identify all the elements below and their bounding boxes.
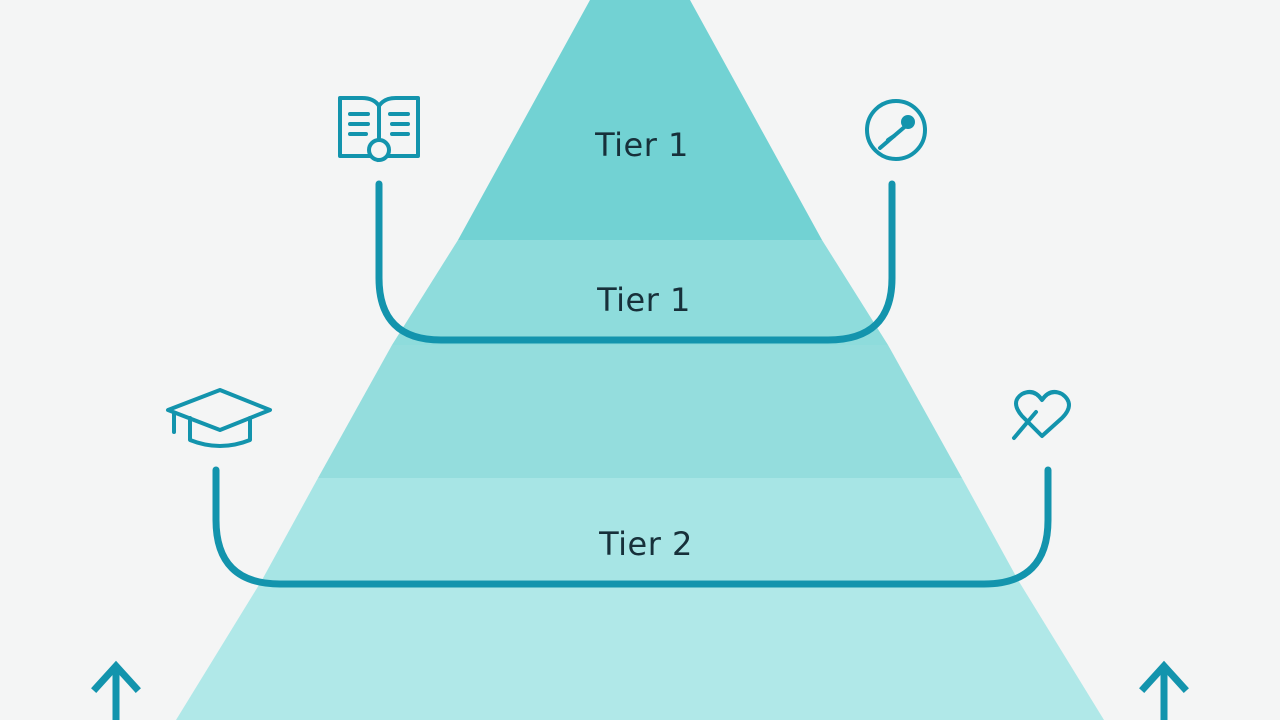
tier-label-top: Tier 1 xyxy=(594,126,689,164)
pyramid-band-4 xyxy=(262,478,1018,580)
pyramid-band-1 xyxy=(458,0,822,240)
pyramid-band-2 xyxy=(392,240,888,345)
arrow-up-icon-right xyxy=(1139,660,1189,720)
pyramid xyxy=(176,0,1104,720)
lower-bracket-connector xyxy=(212,466,1052,588)
book-reader-icon xyxy=(338,96,420,162)
pyramid-band-3 xyxy=(318,345,962,478)
tier-label-fourth: Tier 2 xyxy=(598,525,693,563)
heart-icon xyxy=(1012,390,1071,440)
graduation-cap-icon xyxy=(166,388,272,448)
pyramid-band-5 xyxy=(176,580,1104,720)
upper-bracket-connector xyxy=(375,180,896,344)
tier-label-second: Tier 1 xyxy=(596,281,691,319)
gauge-icon xyxy=(865,99,927,161)
arrow-up-icon-left xyxy=(91,660,141,720)
